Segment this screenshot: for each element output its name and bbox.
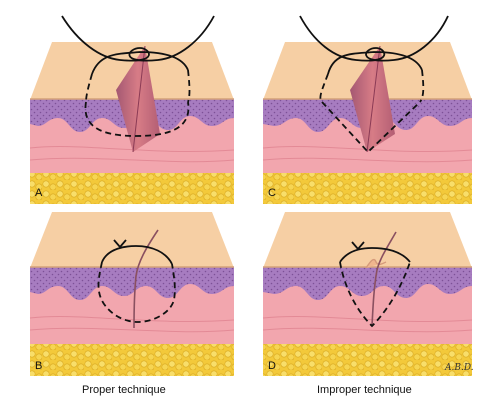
caption-proper-technique: Proper technique [82, 384, 166, 396]
panel-a [29, 15, 235, 204]
caption-improper-technique: Improper technique [317, 384, 412, 396]
artist-signature: A.B.D. [445, 363, 474, 373]
suture-line [299, 15, 449, 154]
fat-layer [30, 173, 234, 204]
wound-line [371, 231, 397, 327]
panel-label-c: C [268, 187, 276, 199]
suture-line [61, 15, 215, 137]
panel-label-b: B [35, 360, 43, 372]
skin-surface [263, 212, 472, 268]
suture-line [339, 241, 411, 328]
panel-label-a: A [35, 187, 43, 199]
panel-c [262, 15, 473, 204]
fat-layer [30, 344, 234, 376]
wound [350, 46, 395, 152]
panel-label-d: D [268, 360, 276, 372]
fat-layer [263, 173, 472, 204]
fat-layer [263, 344, 472, 376]
panel-d [262, 212, 473, 376]
panel-b [29, 212, 235, 376]
skin-surface [30, 212, 234, 268]
suture-line [97, 239, 176, 323]
wound [116, 46, 160, 152]
wound-line [133, 229, 159, 329]
